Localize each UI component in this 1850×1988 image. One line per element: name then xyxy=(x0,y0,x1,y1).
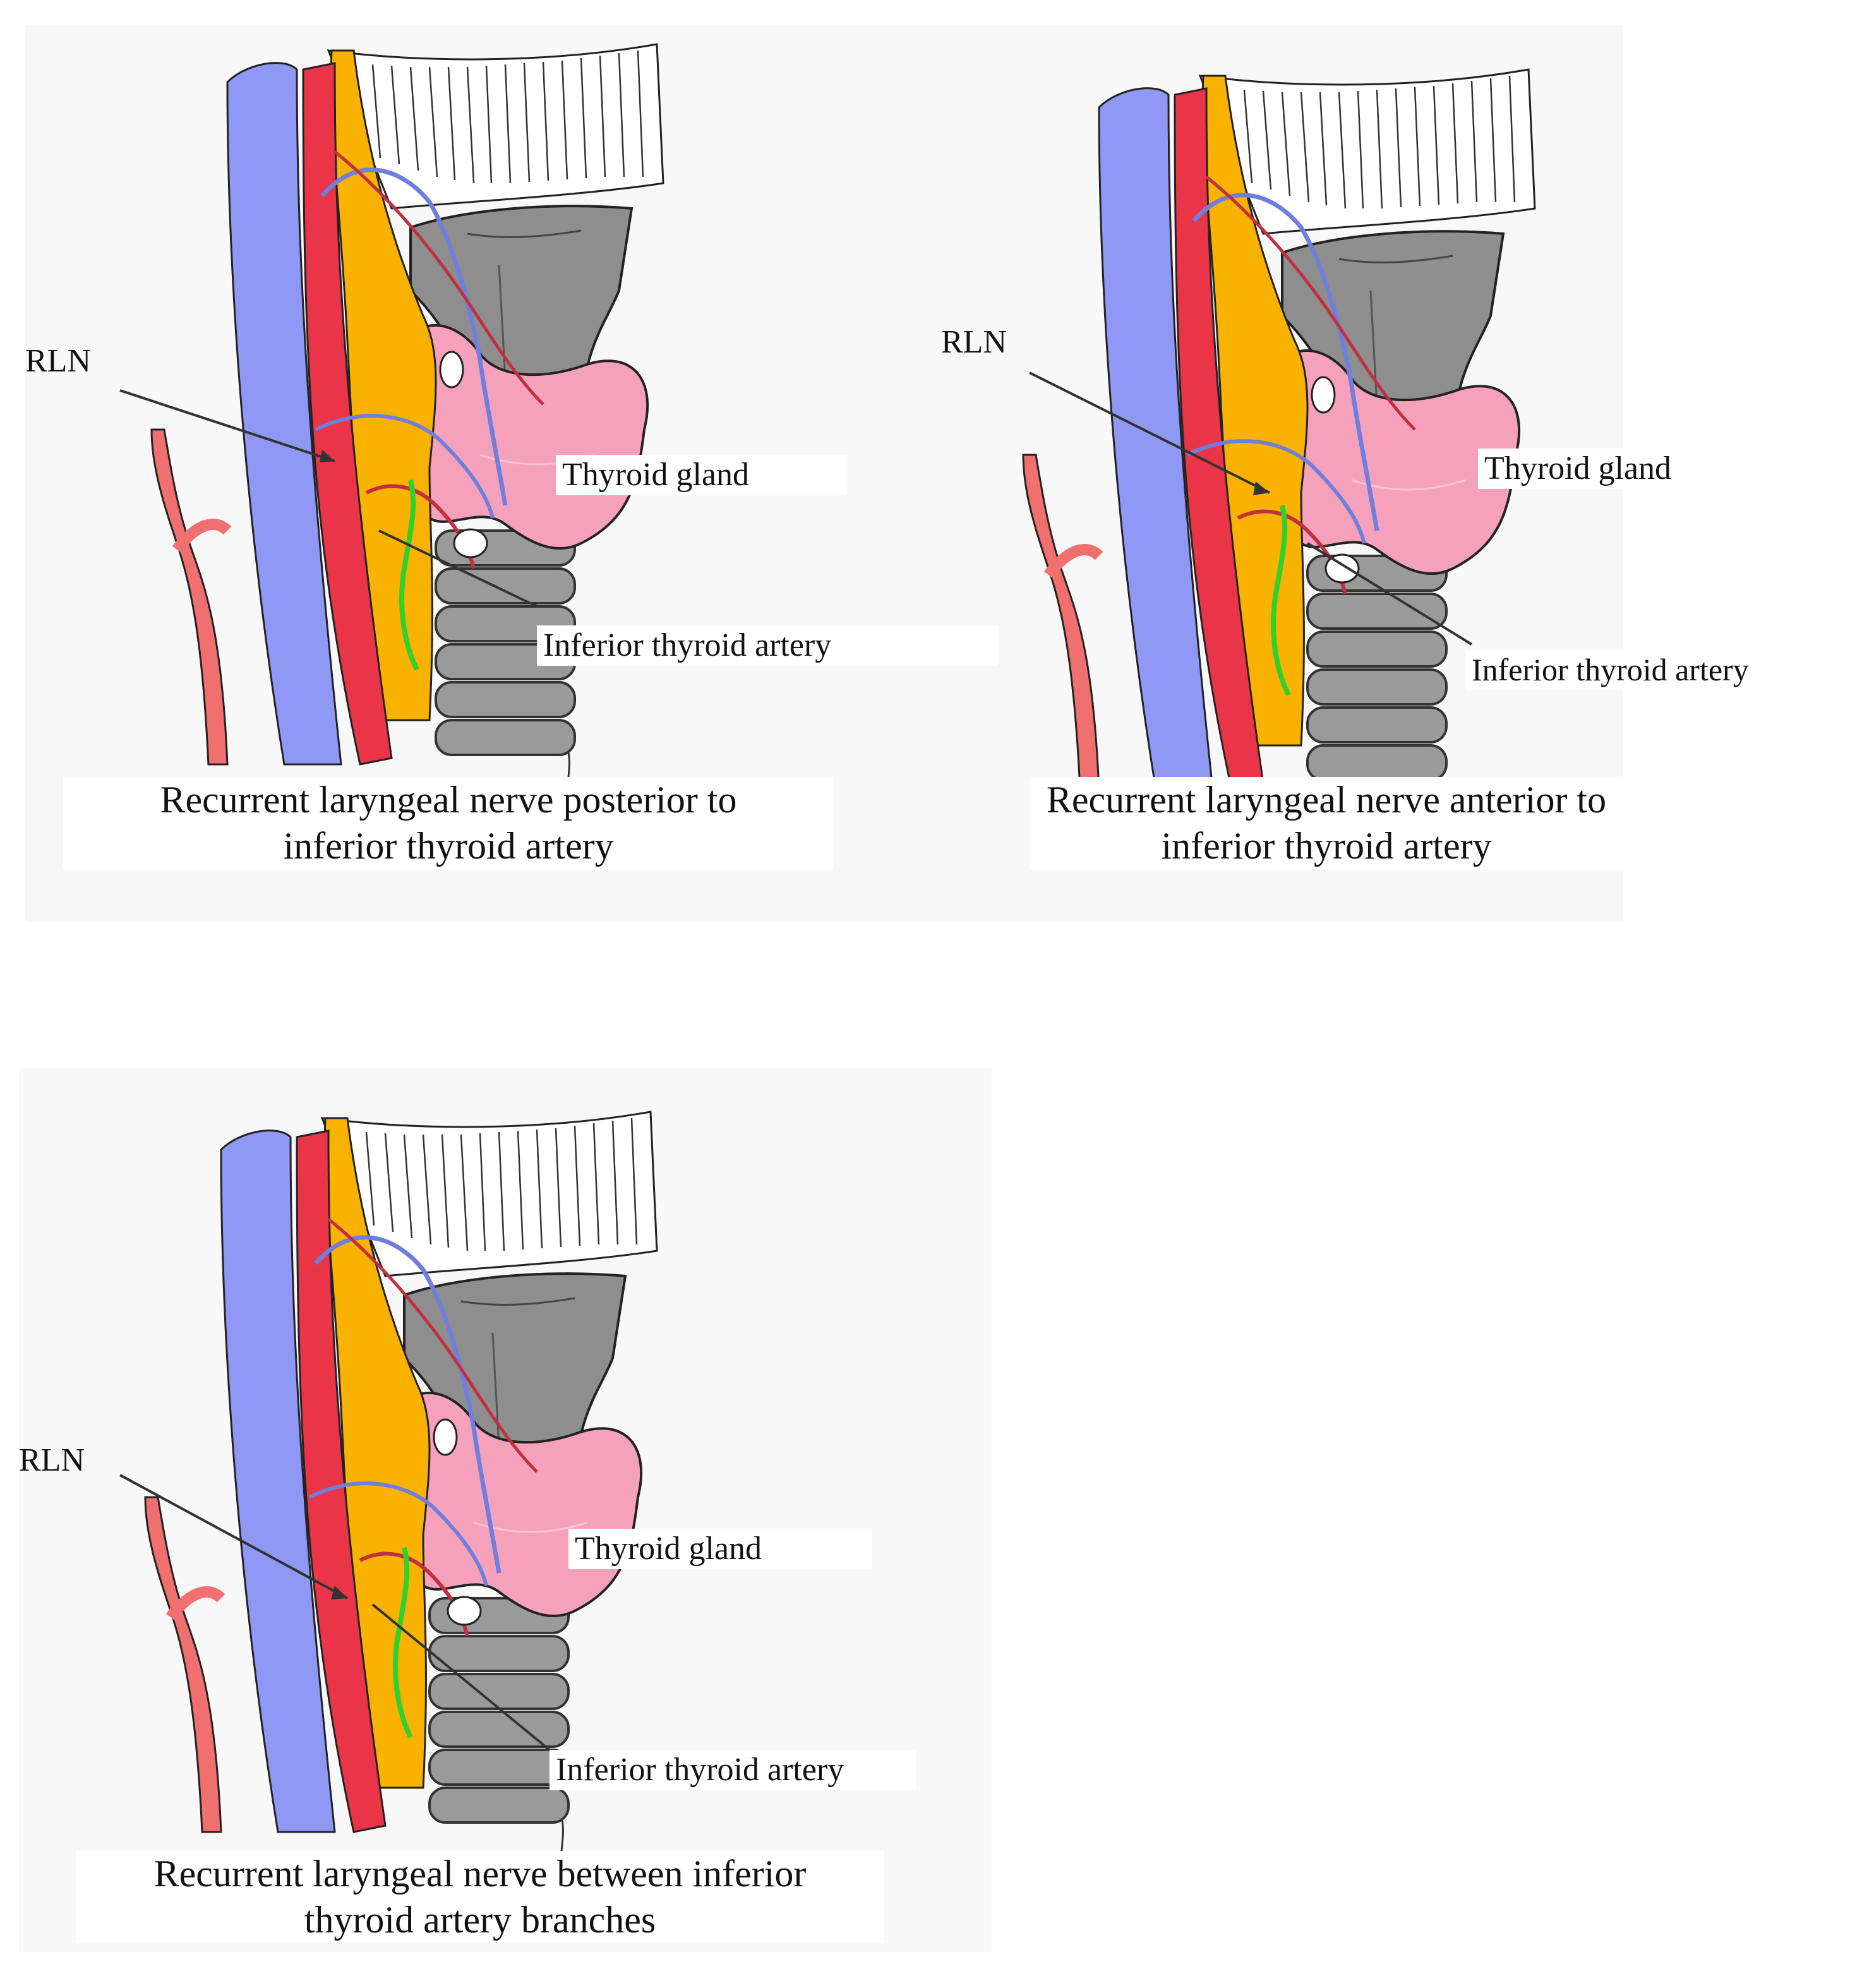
caption-line-1: Recurrent laryngeal nerve between inferi… xyxy=(153,1853,807,1895)
caption-line-1: Recurrent laryngeal nerve anterior to xyxy=(1046,779,1607,821)
caption-posterior: Recurrent laryngeal nerve posterior to i… xyxy=(63,777,834,870)
thyroid-gland-label: Thyroid gland xyxy=(1478,449,1756,489)
caption-line-1: Recurrent laryngeal nerve posterior to xyxy=(160,779,737,821)
inferior-thyroid-artery-label: Inferior thyroid artery xyxy=(1465,651,1832,690)
rln-label: RLN xyxy=(25,343,91,379)
caption-anterior: Recurrent laryngeal nerve anterior to in… xyxy=(1030,777,1623,870)
panel-between-branches: RLN Thyroid gland Inferior thyroid arter… xyxy=(19,1068,992,1952)
thyroid-gland-label: Thyroid gland xyxy=(568,1529,872,1569)
caption-between-branches: Recurrent laryngeal nerve between inferi… xyxy=(76,1851,884,1944)
caption-line-2: inferior thyroid artery xyxy=(283,825,614,867)
thyroid-gland-label: Thyroid gland xyxy=(556,455,846,495)
leader-lines-panel-2 xyxy=(1029,371,1473,646)
rln-label: RLN xyxy=(941,324,1007,360)
inferior-thyroid-artery-label: Inferior thyroid artery xyxy=(537,625,998,666)
caption-line-2: inferior thyroid artery xyxy=(1161,825,1492,867)
inferior-thyroid-artery-label: Inferior thyroid artery xyxy=(550,1750,916,1790)
caption-line-2: thyroid artery branches xyxy=(304,1899,656,1941)
rln-label: RLN xyxy=(19,1442,85,1478)
leader-lines-panel-3 xyxy=(119,1474,551,1751)
leader-lines-panel-1 xyxy=(119,389,538,608)
